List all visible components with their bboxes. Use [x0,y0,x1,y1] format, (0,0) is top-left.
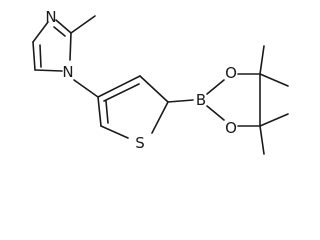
atom-n-imine: N [45,8,56,26]
atom-sulfur-label: S [135,134,145,152]
atom-boron: B [196,91,206,109]
atom-n-pyrrole: N [62,63,73,81]
chemical-structure: N N S B O O [32,8,289,155]
atom-n-pyrrole-label: N [62,63,73,81]
dioxaborolane-ring-bonds [206,45,289,155]
atom-oxygen-bottom-label: O [225,119,237,137]
atom-oxygen-top-label: O [225,64,237,82]
atom-n-imine-label: N [45,8,56,26]
atom-sulfur: S [135,134,145,152]
atom-boron-label: B [196,91,206,109]
thiophene-ring-bonds [97,75,194,139]
atom-oxygen-top: O [225,64,237,82]
atom-oxygen-bottom: O [225,119,237,137]
imidazole-ring-bonds [32,15,99,98]
